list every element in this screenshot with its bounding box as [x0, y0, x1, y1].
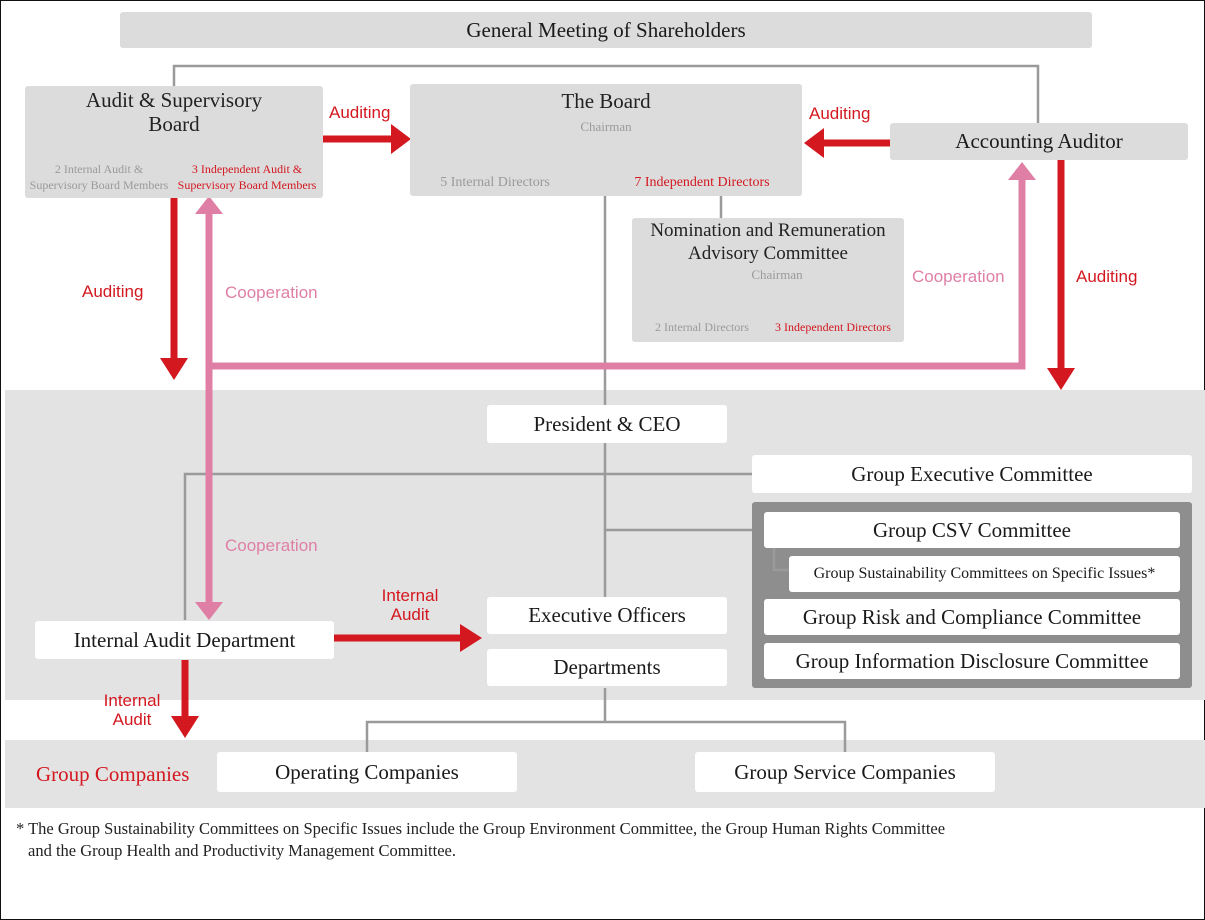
shareholders-label: General Meeting of Shareholders [466, 17, 746, 42]
risk-compliance-committee-box: Group Risk and Compliance Committee [764, 599, 1180, 635]
nomination-title-line2: Advisory Committee [688, 243, 848, 264]
accounting-auditor-box: Accounting Auditor [890, 123, 1188, 160]
nomination-chairman-label: Chairman [751, 267, 803, 282]
disclosure-committee-box: Group Information Disclosure Committee [764, 643, 1180, 679]
board-title: The Board [561, 89, 651, 113]
cooperation-label-upper: Cooperation [225, 283, 318, 302]
footnote: * The Group Sustainability Committees on… [16, 818, 1196, 862]
internal-audit-label-lower-line2: Audit [112, 710, 152, 729]
accounting-auditor-label: Accounting Auditor [955, 129, 1123, 153]
departments-box: Departments [487, 649, 727, 686]
internal-audit-label-lower-line1: Internal [103, 691, 161, 710]
group-executive-committee-box: Group Executive Committee [752, 455, 1192, 493]
audit-board-title-line1: Audit & Supervisory [85, 88, 263, 112]
audit-internal-label-line1: 2 Internal Audit & [54, 162, 144, 176]
audit-board-box [25, 86, 323, 198]
sustainability-committees-label: Group Sustainability Committees on Speci… [813, 565, 1156, 582]
auditing-label-right: Auditing [1076, 267, 1138, 286]
internal-audit-department-box: Internal Audit Department [35, 621, 334, 659]
structure-lines [172, 64, 1040, 752]
cooperation-path [205, 180, 1026, 370]
departments-label: Departments [553, 655, 661, 679]
audit-independent-label-line2: Supervisory Board Members [177, 178, 317, 192]
board-independent-label: 7 Independent Directors [634, 175, 770, 190]
operating-companies-box: Operating Companies [217, 752, 517, 792]
board-chairman-label: Chairman [580, 119, 632, 134]
cooperation-arrows [195, 162, 1036, 620]
group-executive-committee-label: Group Executive Committee [851, 461, 1093, 486]
board-box [410, 84, 802, 196]
group-csv-committee-box: Group CSV Committee [764, 512, 1180, 548]
group-service-companies-box: Group Service Companies [695, 752, 995, 792]
footnote-line1: * The Group Sustainability Committees on… [16, 819, 946, 838]
auditing-label-top-left: Auditing [329, 103, 391, 122]
sustainability-committees-box: Group Sustainability Committees on Speci… [789, 556, 1180, 592]
nomination-independent-label: 3 Independent Directors [775, 320, 891, 334]
internal-audit-department-label: Internal Audit Department [73, 627, 296, 652]
nomination-title-line1: Nomination and Remuneration [650, 220, 886, 241]
executive-officers-label: Executive Officers [528, 603, 686, 627]
president-label: President & CEO [533, 411, 681, 436]
nomination-committee-box [632, 218, 904, 342]
cooperation-label-right: Cooperation [912, 267, 1005, 286]
auditing-label-left: Auditing [82, 282, 144, 301]
internal-audit-label-middle-line1: Internal [381, 586, 439, 605]
audit-independent-label-line1: 3 Independent Audit & [191, 162, 303, 176]
nomination-internal-label: 2 Internal Directors [655, 320, 749, 334]
audit-board-title-line2: Board [148, 112, 200, 136]
risk-compliance-committee-label: Group Risk and Compliance Committee [802, 604, 1142, 629]
footnote-line2: and the Group Health and Productivity Ma… [28, 841, 456, 860]
group-companies-label: Group Companies [36, 762, 190, 786]
shareholders-box: General Meeting of Shareholders [120, 12, 1092, 48]
president-box: President & CEO [487, 405, 727, 443]
board-internal-label: 5 Internal Directors [440, 175, 550, 190]
cooperation-label-lower: Cooperation [225, 536, 318, 555]
auditing-arrows [160, 124, 1075, 738]
executive-officers-box: Executive Officers [487, 597, 727, 634]
operating-companies-label: Operating Companies [275, 759, 459, 784]
disclosure-committee-label: Group Information Disclosure Committee [795, 648, 1149, 673]
internal-audit-label-middle-line2: Audit [390, 605, 430, 624]
group-csv-committee-label: Group CSV Committee [873, 517, 1071, 542]
auditing-label-top-right: Auditing [809, 104, 871, 123]
group-service-companies-label: Group Service Companies [734, 759, 956, 784]
group-companies-band [5, 740, 1205, 808]
audit-internal-label-line2: Supervisory Board Members [29, 178, 169, 192]
